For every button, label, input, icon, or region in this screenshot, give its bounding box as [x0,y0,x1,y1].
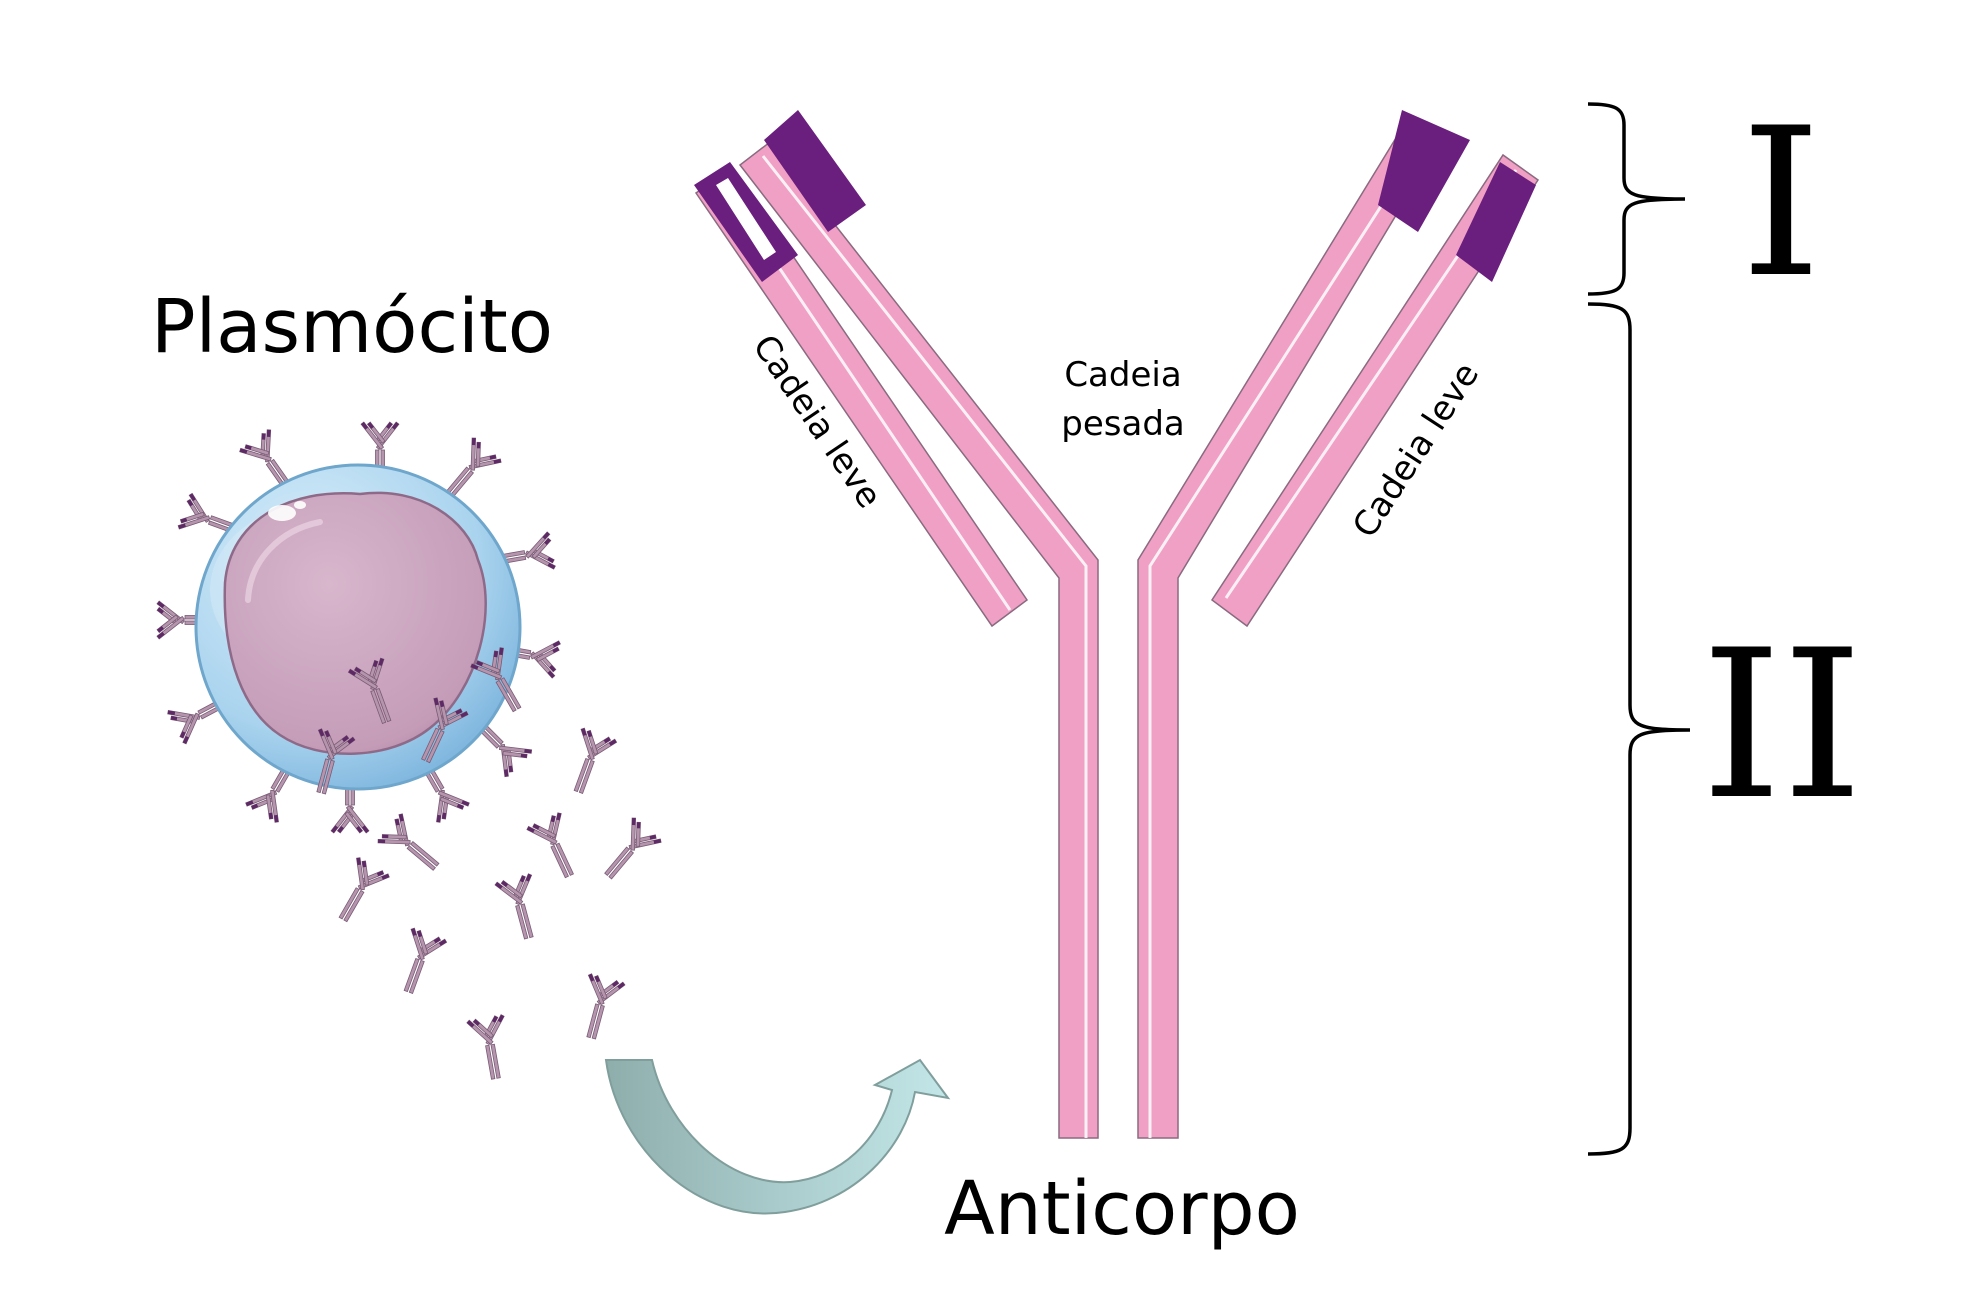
variable-region-light-right [1456,162,1536,282]
heavy-chain-label-line2: pesada [1061,404,1184,444]
antibody-icon [524,808,588,885]
heavy-chain-right [1137,113,1441,1139]
brace-region-two [1587,302,1691,1156]
region-two-label: II [1701,607,1863,845]
antibody-structure: Cadeia leve Cadeia leve Cadeia pesada [694,110,1540,1139]
region-one-label: I [1741,85,1822,323]
variable-region-heavy-left [764,110,866,232]
cell-nucleus [223,491,487,755]
antibody-icon [593,813,665,889]
light-chain-right [1210,153,1540,628]
antibody-icon [493,869,548,944]
antibody-icon [572,969,627,1044]
antibody-icon [560,723,619,799]
antibody-icon [465,1010,516,1083]
brace-region-one [1587,102,1686,296]
curved-arrow-icon [604,1058,951,1215]
variable-region-heavy-right [1378,110,1470,232]
plasma-cell-icon [153,418,665,1083]
antibody-label: Anticorpo [944,1166,1300,1252]
antibody-icon [390,923,449,999]
antibody-icon [326,853,393,930]
heavy-chain-left [738,140,1099,1139]
heavy-chain-label-line1: Cadeia [1064,355,1181,395]
cell-label: Plasmócito [151,284,553,370]
